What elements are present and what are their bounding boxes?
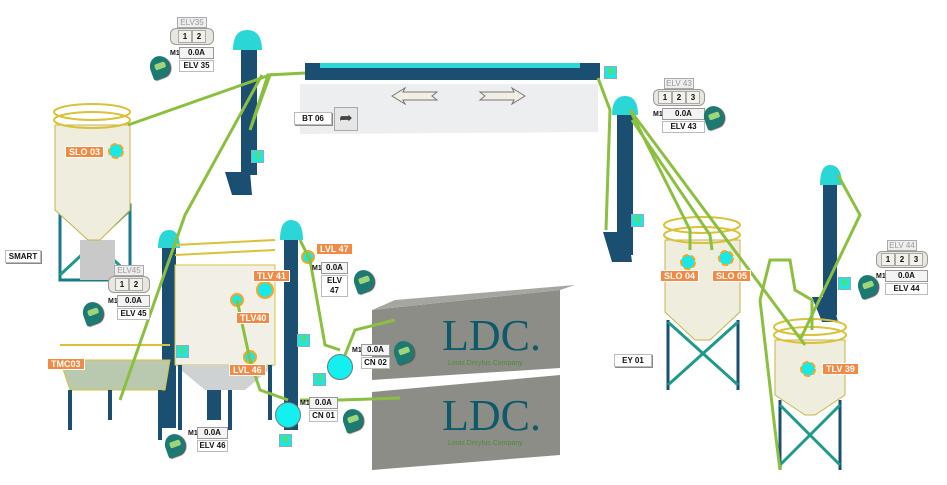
ldc-logo-top: LDC. Louis Dreyfus Company [442, 311, 541, 367]
counter-cn01: 0 [279, 434, 292, 447]
equipment-name[interactable]: ELV 35 [179, 60, 214, 72]
tag-slo03[interactable]: SLO 03 [65, 146, 105, 158]
svg-text:LDC.: LDC. [442, 311, 541, 360]
speed-button-3[interactable]: 3 [686, 91, 700, 104]
tag-lvl47[interactable]: LVL 47 [316, 243, 353, 255]
speed-button-1[interactable]: 1 [881, 253, 895, 266]
current-value: 0.0A [885, 270, 928, 282]
arrow-left-icon [391, 86, 439, 106]
motor-label: M1 [188, 429, 198, 437]
tag-tmc03[interactable]: TMC03 [47, 358, 85, 370]
container-bottom [372, 375, 560, 470]
current-value: 0.0A [179, 47, 214, 59]
arrow-right-icon [478, 86, 526, 106]
container-top [372, 285, 575, 380]
motor-label: M1 [108, 297, 118, 305]
conveyor-direction-button[interactable]: ➦ [334, 107, 358, 131]
ldc-logo-bottom: LDC. Louis Dreyfus Company [442, 391, 541, 447]
motor-label: M1 [352, 346, 362, 354]
speed-button-1[interactable]: 1 [658, 91, 672, 104]
equipment-name[interactable]: ELV 46 [197, 440, 228, 452]
tag-tlv41[interactable]: TLV 41 [253, 270, 290, 282]
speed-button-2[interactable]: 2 [192, 30, 206, 43]
equipment-name[interactable]: ELV 43 [662, 121, 705, 133]
speed-button-3[interactable]: 3 [909, 253, 923, 266]
equipment-name[interactable]: ELV 44 [885, 283, 928, 295]
tag-tlv40[interactable]: TLV40 [236, 312, 271, 324]
counter-cn02: 0 [313, 373, 326, 386]
silo-slo04-slo05 [663, 216, 741, 390]
equipment-name[interactable]: ELV 45 [117, 308, 150, 320]
equipment-name[interactable]: CN 01 [309, 410, 338, 422]
ey01-label[interactable]: EY 01 [614, 354, 652, 367]
silo-slo03 [53, 103, 132, 282]
equipment-name[interactable]: CN 02 [361, 357, 390, 369]
motor-label: M1 [170, 49, 180, 57]
counter-elv47: 0 [297, 334, 310, 347]
speed-button-2[interactable]: 2 [129, 278, 143, 291]
elevator-elv44 [812, 165, 842, 322]
tag-slo05[interactable]: SLO 05 [712, 270, 752, 282]
smart-label[interactable]: SMART [5, 250, 41, 263]
tag-slo04[interactable]: SLO 04 [660, 270, 700, 282]
speed-button-1[interactable]: 1 [115, 278, 129, 291]
svg-text:Louis Dreyfus Company: Louis Dreyfus Company [448, 360, 523, 367]
panel-header: ELV35 [177, 17, 207, 28]
counter-elv44: 0 [838, 277, 851, 290]
speed-button-1[interactable]: 1 [178, 30, 192, 43]
panel-header: ELV45 [114, 265, 144, 276]
platform-tmc03 [59, 344, 171, 440]
flow-lines [118, 71, 862, 471]
motor-cn01[interactable] [275, 402, 301, 428]
current-value: 0.0A [117, 295, 150, 307]
panel-header: ELV 43 [664, 78, 694, 89]
current-value: 0.0A [361, 344, 390, 356]
silo-tlv39 [773, 318, 847, 470]
elevator-elv43 [603, 96, 638, 262]
counter-elv45: 0 [176, 345, 189, 358]
motor-label: M1 [300, 399, 310, 407]
conveyor-counter: 0 [604, 66, 617, 79]
motor-label: M1 [653, 110, 663, 118]
svg-text:Louis Dreyfus Company: Louis Dreyfus Company [448, 440, 523, 447]
current-value: 0.0A [662, 108, 705, 120]
motor-label: M1 [312, 264, 322, 272]
tag-lvl46[interactable]: LVL 46 [229, 364, 266, 376]
svg-text:LDC.: LDC. [442, 391, 541, 440]
motor-cn02[interactable] [327, 354, 353, 380]
tag-tlv39[interactable]: TLV 39 [822, 363, 859, 375]
sensor-tlv41 [256, 281, 274, 299]
current-value: 0.0A [309, 397, 338, 409]
panel-header: ELV 44 [887, 240, 917, 251]
motor-label: M1 [876, 272, 886, 280]
current-value: 0.0A [197, 427, 228, 439]
counter-elv35: 0 [251, 150, 264, 163]
conveyor-name-label: BT 06 [294, 112, 332, 125]
speed-button-2[interactable]: 2 [895, 253, 909, 266]
equipment-name[interactable]: ELV 47 [321, 275, 348, 297]
speed-button-2[interactable]: 2 [672, 91, 686, 104]
bin-structure [174, 239, 276, 430]
current-value: 0.0A [321, 262, 348, 274]
elevator-elv47 [280, 220, 303, 430]
counter-elv43: 0 [631, 214, 644, 227]
